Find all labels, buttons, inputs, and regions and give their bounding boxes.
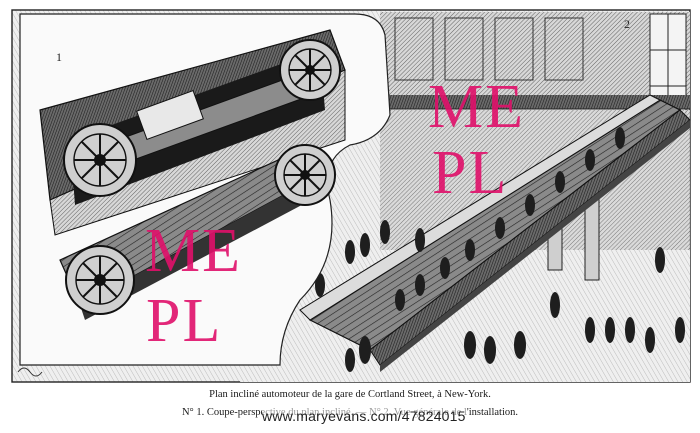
watermark-top-right-lower: PL xyxy=(432,139,509,207)
gear-wheel xyxy=(63,123,137,197)
gear-wheel xyxy=(279,39,341,101)
watermark-url: www.maryevans.com/47824015 xyxy=(262,408,466,424)
gear-wheel xyxy=(274,144,336,206)
figure-label-1: 1 xyxy=(56,50,62,64)
watermark-bottom-left-lower: PL xyxy=(146,287,223,355)
gear-wheel xyxy=(65,245,135,315)
figure-label-2: 2 xyxy=(624,17,630,31)
caption-title: Plan incliné automoteur de la gare de Co… xyxy=(209,389,491,400)
watermark-bottom-left: ME xyxy=(145,217,242,285)
watermark-top-right: ME xyxy=(428,73,525,141)
